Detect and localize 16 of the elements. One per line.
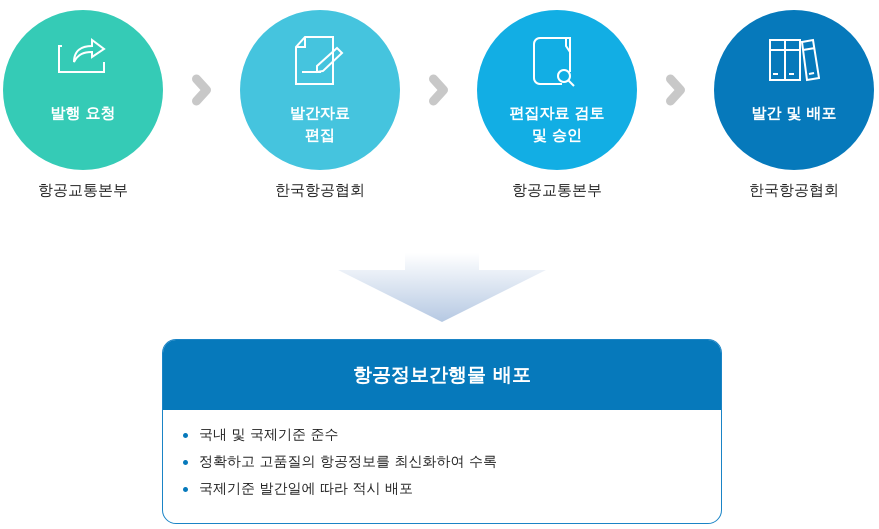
step-label: 발행 요청 (49, 103, 117, 124)
organization-label: 한국항공협회 (274, 181, 366, 200)
bullet-item: 정확하고 고품질의 항공정보를 최신화하여 수록 (199, 453, 497, 471)
panel-title: 항공정보간행물 배포 (352, 363, 532, 388)
chevron-arrow (429, 74, 448, 106)
bullet-item: 국제기준 발간일에 따라 적시 배포 (199, 480, 413, 498)
info-panel (162, 339, 722, 524)
step-label: 발간자료 편집 (289, 103, 351, 146)
chevron-arrow (666, 74, 685, 106)
bullet-item: 국내 및 국제기준 준수 (199, 426, 338, 444)
organization-label: 한국항공협회 (748, 181, 840, 200)
chevron-arrow (192, 74, 211, 106)
organization-label: 항공교통본부 (511, 181, 603, 200)
step-label: 편집자료 검토 및 승인 (508, 103, 606, 146)
step-label: 발간 및 배포 (750, 103, 838, 124)
organization-label: 항공교통본부 (37, 181, 129, 200)
